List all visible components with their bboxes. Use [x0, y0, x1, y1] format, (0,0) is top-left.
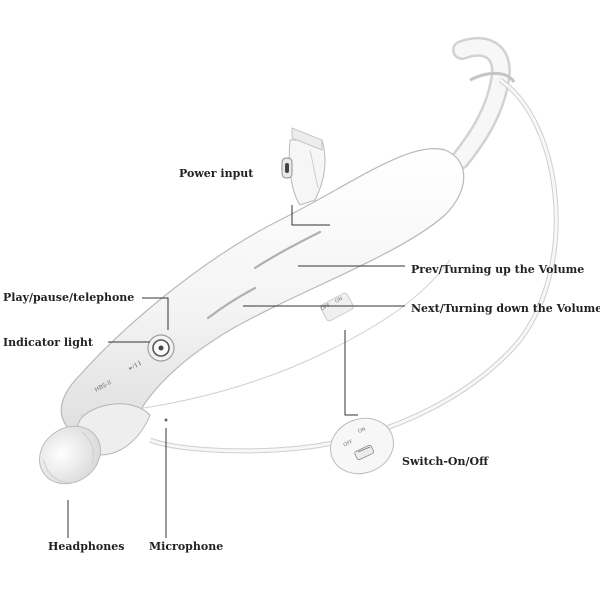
label-headphones: Headphones — [48, 540, 125, 553]
volume-up-button[interactable] — [253, 230, 322, 270]
switch-on-mark: ON — [334, 296, 344, 305]
leader-power-input — [291, 205, 330, 226]
label-microphone: Microphone — [149, 540, 224, 553]
label-switch-on-off: Switch-On/Off — [402, 455, 489, 468]
label-play-pause-telephone: Play/pause/telephone — [3, 291, 135, 304]
label-power-input: Power input — [179, 167, 254, 180]
neckband-highlight — [452, 39, 509, 168]
svg-text:OFF: OFF — [343, 439, 354, 449]
label-indicator-light: Indicator light — [3, 336, 94, 349]
power-input-inset — [281, 127, 326, 206]
switch-inset[interactable]: OFF ON — [323, 410, 402, 483]
leader-play-pause — [142, 297, 169, 330]
body-switch[interactable]: OFF ON — [320, 292, 355, 322]
label-next-volume-down: Next/Turning down the Volume — [411, 302, 600, 315]
microphone-hole — [164, 418, 168, 422]
leader-switch — [344, 330, 358, 416]
label-prev-volume-up: Prev/Turning up the Volume — [411, 263, 585, 276]
cable-clip — [469, 72, 516, 83]
indicator-light — [158, 345, 164, 351]
leader-lines — [67, 205, 405, 538]
volume-down-button[interactable] — [206, 286, 257, 320]
switch-off-mark: OFF — [320, 302, 331, 312]
svg-text:ON: ON — [357, 426, 367, 435]
earbud-tip — [39, 425, 101, 485]
